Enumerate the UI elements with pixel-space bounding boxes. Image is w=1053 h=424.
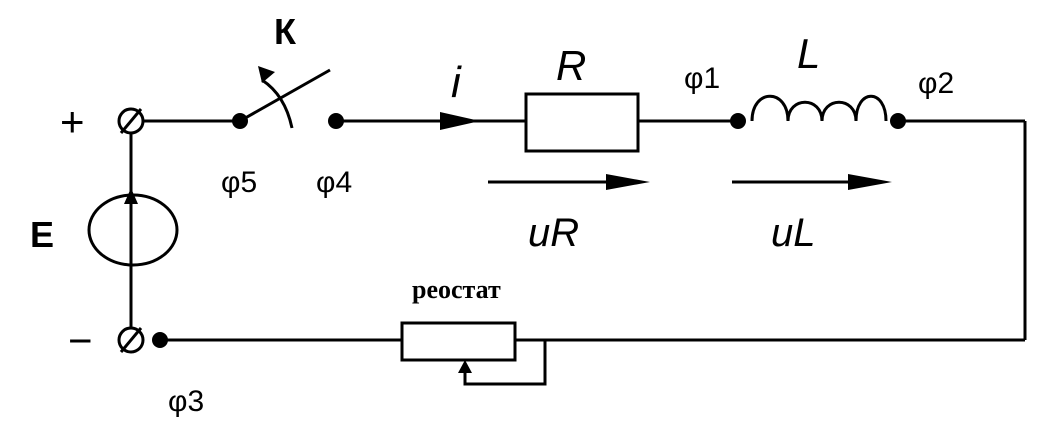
switch-label: К	[274, 11, 297, 52]
current-arrow	[440, 112, 480, 130]
resistor	[524, 92, 640, 153]
node-phi3-dot	[152, 332, 168, 348]
voltage-arrow-r	[488, 174, 650, 190]
rheostat-label: реостат	[412, 275, 501, 304]
rheostat	[400, 321, 547, 386]
node-phi4-dot	[328, 113, 344, 129]
node-phi2-dot	[890, 113, 906, 129]
phi5-label: φ5	[221, 166, 257, 199]
voltage-r-label: uR	[528, 211, 579, 255]
node-dots	[152, 113, 906, 348]
voltage-l-label: uL	[771, 211, 816, 255]
source-label: E	[30, 214, 54, 255]
phi4-label: φ4	[316, 166, 352, 199]
voltage-source	[87, 188, 179, 268]
voltage-arrow-l	[732, 174, 892, 190]
terminal-minus	[117, 326, 145, 354]
plus-label: +	[60, 98, 85, 145]
inductor-label: L	[797, 30, 820, 77]
phi1-label: φ1	[684, 62, 720, 95]
node-phi1-dot	[730, 113, 746, 129]
current-label: i	[451, 58, 462, 107]
phi3-label: φ3	[168, 385, 204, 418]
terminal-plus	[117, 107, 145, 135]
resistor-label: R	[556, 42, 586, 89]
minus-label: −	[68, 317, 93, 364]
node-phi5-dot	[232, 113, 248, 129]
phi2-label: φ2	[918, 67, 954, 100]
switch	[239, 66, 331, 129]
inductor	[750, 94, 888, 122]
wires	[129, 119, 1027, 342]
